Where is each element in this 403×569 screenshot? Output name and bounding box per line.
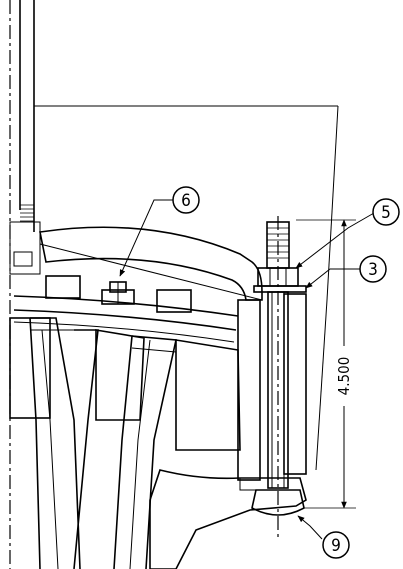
callout-9: 9 (322, 531, 350, 559)
stud-bolt (251, 216, 307, 540)
svg-text:9: 9 (331, 536, 341, 556)
callout-3: 3 (359, 255, 387, 283)
svg-text:6: 6 (181, 191, 191, 211)
leaders (119, 199, 375, 540)
svg-text:3: 3 (368, 260, 378, 280)
callout-6: 6 (172, 186, 200, 214)
dimension-4500: 4.500 (296, 219, 356, 509)
svg-text:5: 5 (381, 203, 391, 223)
dimension-value: 4.500 (335, 357, 353, 396)
bearing-cage (13, 275, 239, 343)
bolt-head (251, 489, 305, 516)
cover-shell (39, 226, 263, 301)
callout-5: 5 (372, 198, 400, 226)
shaft-housing (9, 0, 339, 569)
housing-wall (149, 293, 307, 569)
tapered-rollers (29, 317, 177, 569)
